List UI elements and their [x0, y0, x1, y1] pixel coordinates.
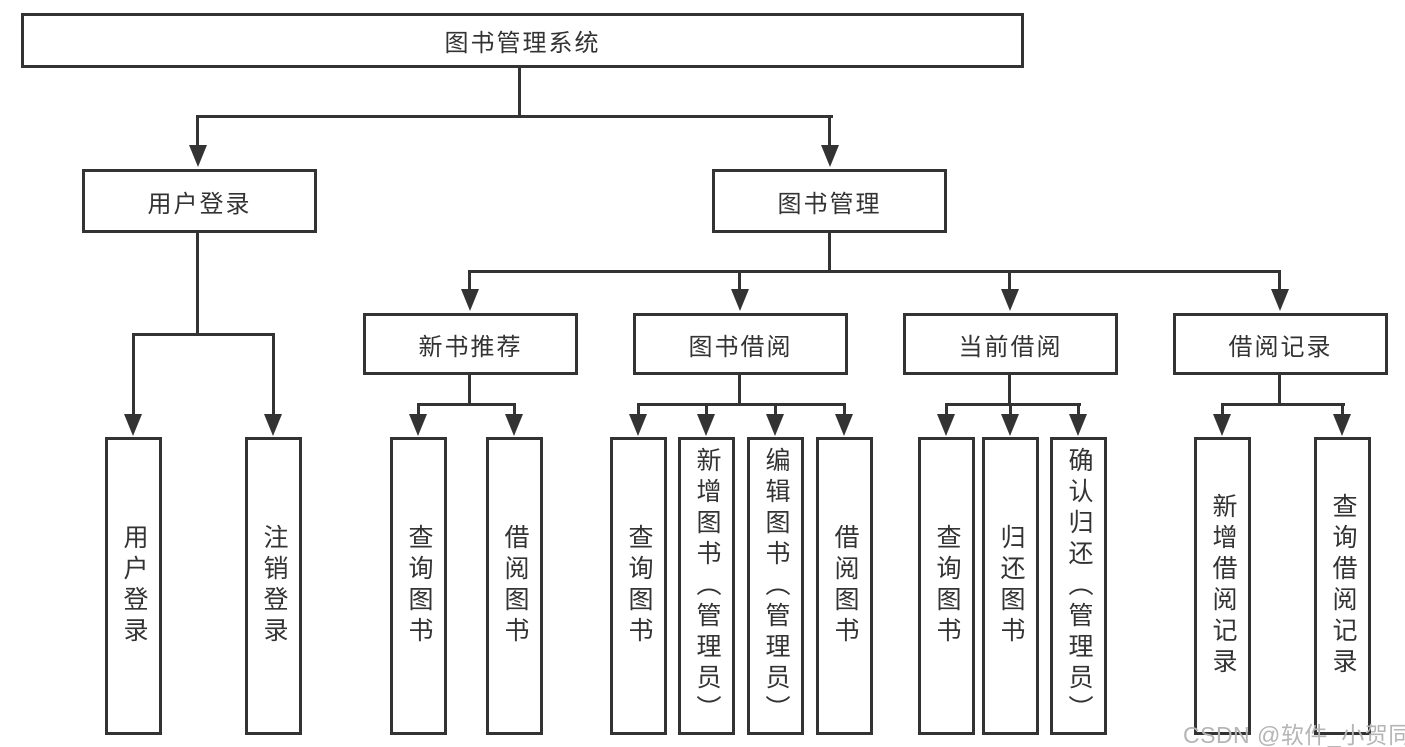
leaf-add-books-admin: 新增图书（管理员） — [678, 437, 735, 735]
leaf-edit-books-admin: 编辑图书（管理员） — [747, 437, 804, 735]
leaf-borrow-books-recommend: 借阅图书 — [486, 437, 543, 735]
leaf-add-books-admin-label: 新增图书（管理员） — [693, 446, 721, 726]
arrowhead-icon — [937, 414, 955, 436]
node-current-borrow: 当前借阅 — [903, 313, 1118, 375]
node-new-book-recommend-label: 新书推荐 — [418, 333, 523, 361]
leaf-query-borrow-record: 查询借阅记录 — [1314, 437, 1371, 735]
node-book-management-label: 图书管理 — [777, 190, 882, 218]
connector-line — [1077, 403, 1080, 417]
leaf-confirm-return-admin: 确认归还（管理员） — [1050, 437, 1107, 735]
connector-line — [417, 403, 515, 406]
node-user-login-label: 用户登录 — [147, 190, 252, 218]
arrowhead-icon — [697, 414, 715, 436]
connector-line — [738, 270, 741, 291]
watermark: CSDN @软件_小贺同学 — [1183, 722, 1405, 747]
connector-line — [774, 403, 777, 417]
leaf-add-borrow-record: 新增借阅记录 — [1194, 437, 1251, 735]
leaf-query-books-current: 查询图书 — [918, 437, 975, 735]
arrowhead-icon — [124, 414, 142, 436]
connector-line — [513, 403, 516, 417]
connector-line — [945, 403, 1081, 406]
leaf-confirm-return-admin-label: 确认归还（管理员） — [1065, 446, 1093, 726]
leaf-add-borrow-record-label: 新增借阅记录 — [1209, 493, 1237, 679]
connector-line — [1009, 403, 1012, 417]
leaf-borrow-books: 借阅图书 — [816, 437, 873, 735]
arrowhead-icon — [1069, 414, 1087, 436]
leaf-query-books-recommend: 查询图书 — [390, 437, 447, 735]
leaf-borrow-books-label: 借阅图书 — [831, 524, 859, 648]
connector-line — [468, 270, 471, 291]
connector-line — [738, 373, 741, 406]
leaf-logout: 注销登录 — [245, 437, 302, 735]
connector-line — [945, 403, 948, 417]
leaf-edit-books-admin-label: 编辑图书（管理员） — [762, 446, 790, 726]
leaf-query-books-borrow: 查询图书 — [610, 437, 667, 735]
connector-line — [843, 403, 846, 417]
connector-line — [1278, 270, 1281, 291]
arrowhead-icon — [1001, 414, 1019, 436]
connector-line — [1221, 403, 1224, 417]
arrowhead-icon — [409, 414, 427, 436]
node-borrow-records: 借阅记录 — [1173, 313, 1388, 375]
connector-line — [1008, 270, 1011, 291]
arrowhead-icon — [461, 289, 479, 311]
connector-line — [132, 333, 135, 416]
connector-line — [828, 233, 831, 272]
leaf-user-login: 用户登录 — [105, 437, 162, 735]
connector-line — [637, 403, 640, 417]
connector-line — [1221, 403, 1345, 406]
arrowhead-icon — [1213, 414, 1231, 436]
arrowhead-icon — [1271, 289, 1289, 311]
leaf-query-books-current-label: 查询图书 — [933, 524, 961, 648]
leaf-return-books: 归还图书 — [982, 437, 1039, 735]
node-book-management: 图书管理 — [712, 169, 947, 233]
arrowhead-icon — [835, 414, 853, 436]
leaf-return-books-label: 归还图书 — [997, 524, 1025, 648]
arrowhead-icon — [766, 414, 784, 436]
arrowhead-icon — [189, 145, 207, 167]
node-current-borrow-label: 当前借阅 — [958, 333, 1063, 361]
node-root: 图书管理系统 — [21, 13, 1024, 68]
leaf-query-borrow-record-label: 查询借阅记录 — [1329, 493, 1357, 679]
leaf-query-books-borrow-label: 查询图书 — [625, 524, 653, 648]
connector-line — [272, 333, 275, 416]
connector-line — [132, 333, 275, 336]
leaf-query-books-recommend-label: 查询图书 — [405, 524, 433, 648]
arrowhead-icon — [821, 145, 839, 167]
node-root-label: 图书管理系统 — [444, 30, 601, 57]
arrowhead-icon — [731, 289, 749, 311]
arrowhead-icon — [1333, 414, 1351, 436]
connector-line — [196, 115, 833, 118]
node-user-login: 用户登录 — [82, 169, 317, 233]
connector-line — [468, 270, 1281, 273]
connector-line — [417, 403, 420, 417]
node-book-borrow: 图书借阅 — [633, 313, 848, 375]
arrowhead-icon — [264, 414, 282, 436]
node-borrow-records-label: 借阅记录 — [1228, 333, 1333, 361]
connector-line — [1008, 373, 1011, 406]
connector-line — [468, 373, 471, 406]
arrowhead-icon — [1001, 289, 1019, 311]
leaf-logout-label: 注销登录 — [260, 524, 288, 648]
connector-line — [196, 115, 199, 148]
leaf-user-login-label: 用户登录 — [120, 524, 148, 648]
connector-line — [518, 68, 521, 117]
connector-line — [196, 233, 199, 336]
node-book-borrow-label: 图书借阅 — [688, 333, 793, 361]
arrowhead-icon — [505, 414, 523, 436]
connector-line — [1278, 373, 1281, 406]
connector-line — [637, 403, 846, 406]
connector-line — [705, 403, 708, 417]
connector-line — [1341, 403, 1344, 417]
arrowhead-icon — [629, 414, 647, 436]
connector-line — [828, 115, 831, 148]
node-new-book-recommend: 新书推荐 — [363, 313, 578, 375]
leaf-borrow-books-recommend-label: 借阅图书 — [501, 524, 529, 648]
